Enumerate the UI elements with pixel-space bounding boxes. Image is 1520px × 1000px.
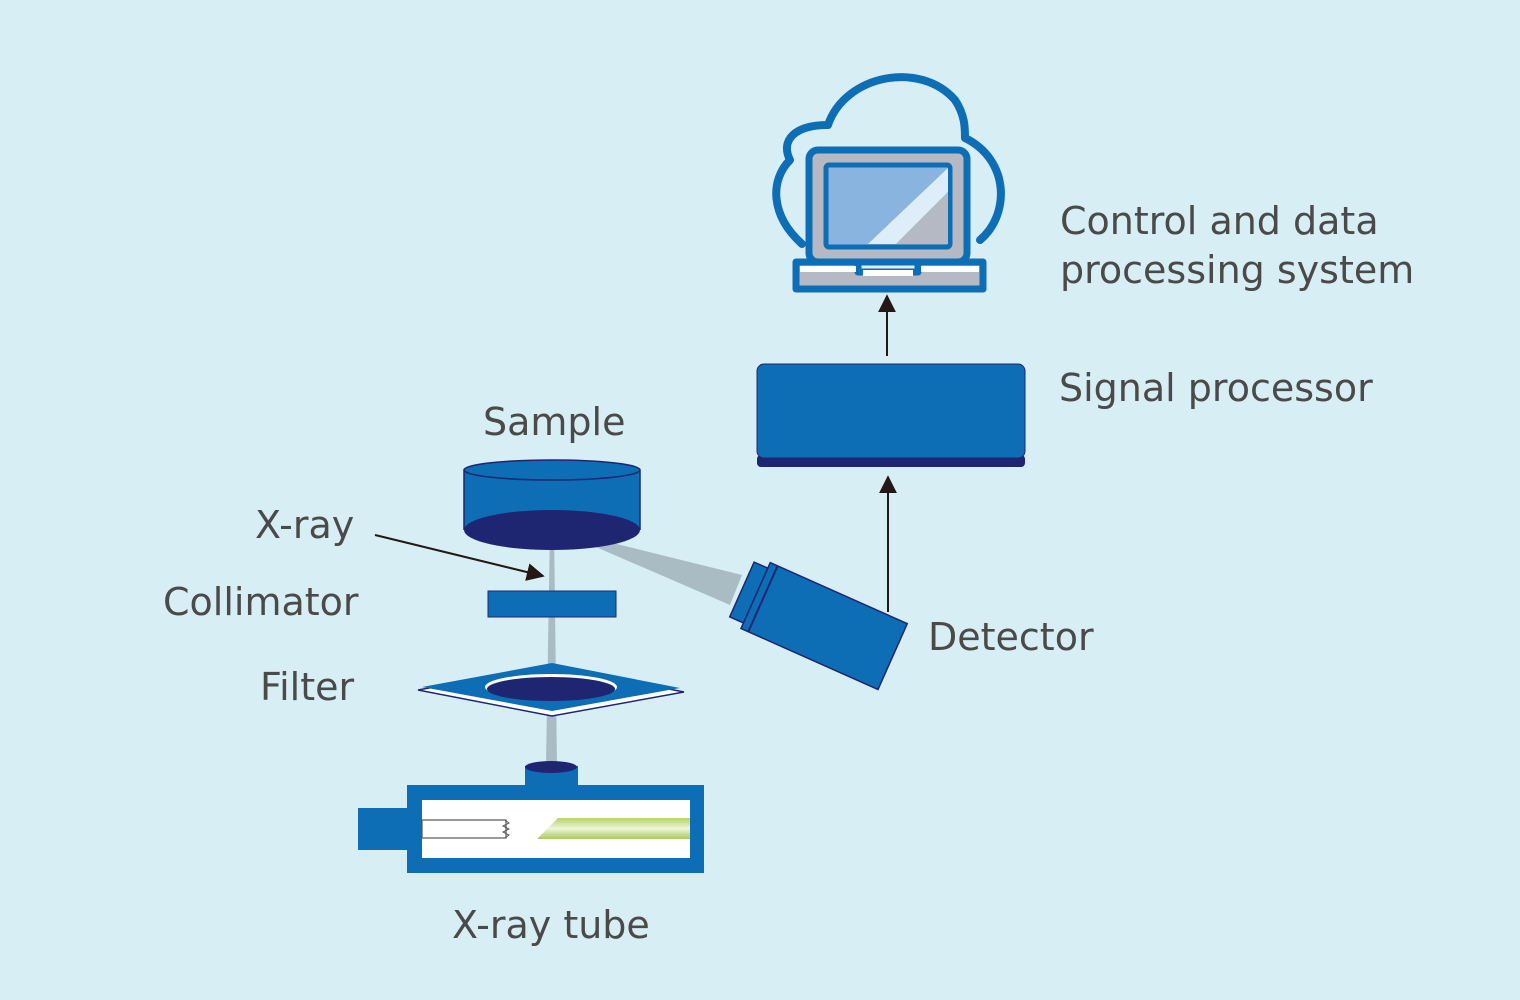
sample [463, 459, 641, 550]
cloud-laptop-icon [772, 73, 1005, 293]
xray-pointer-arrow [374, 534, 545, 581]
xray-tube [358, 761, 704, 873]
label-control-system-line1: Control and data [1060, 199, 1379, 243]
cathode [421, 819, 507, 839]
filter [417, 663, 685, 717]
fluorescence-beam [552, 528, 742, 605]
label-signal-processor: Signal processor [1059, 366, 1373, 410]
anode [537, 818, 690, 839]
label-detector: Detector [928, 615, 1094, 659]
collimator [487, 590, 617, 618]
label-sample: Sample [483, 400, 625, 444]
label-filter: Filter [260, 665, 354, 709]
signal-processor [756, 363, 1026, 467]
label-collimator: Collimator [163, 580, 359, 624]
detector [728, 561, 909, 691]
label-xray: X-ray [255, 503, 354, 547]
label-control-system-line2: processing system [1060, 248, 1414, 292]
label-xray-tube: X-ray tube [452, 903, 650, 947]
